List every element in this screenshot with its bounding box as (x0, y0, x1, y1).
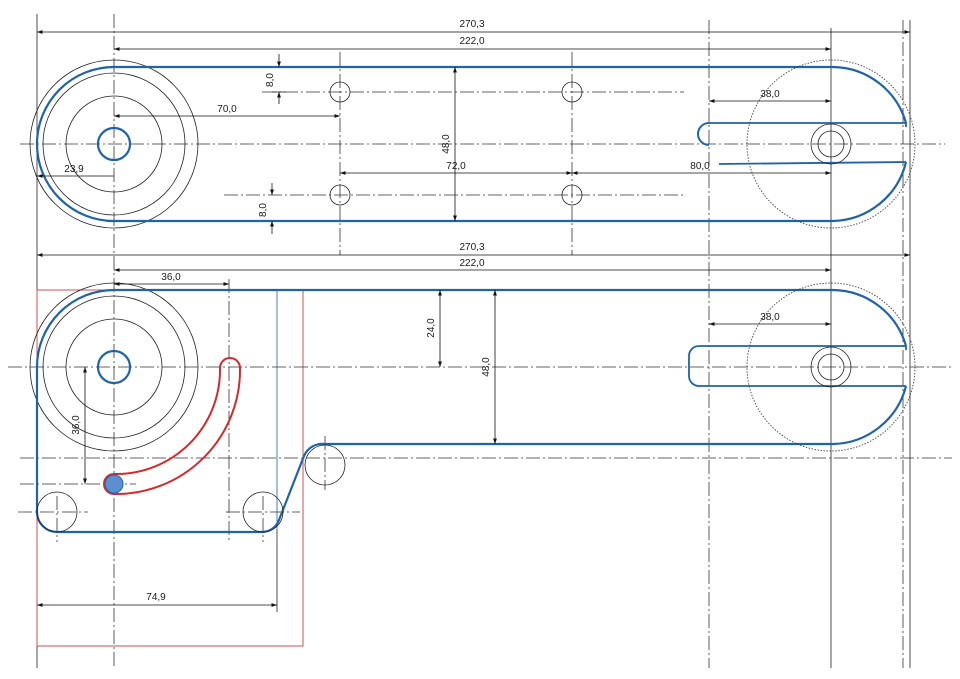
hub-bore-bottom (96, 349, 132, 385)
hub-outer-circle (29, 59, 199, 229)
dim-slot-offset-bottom: 38,0 (760, 312, 780, 323)
dim-hole-pos: 70,0 (217, 104, 237, 115)
frame-outer (36, 289, 304, 647)
pin (104, 474, 124, 494)
dim-centers-bottom: 222,0 (459, 258, 484, 269)
bottom-view: 270,3 222,0 36,0 24,0 48,0 38,0 36,0 74,… (8, 242, 952, 647)
top-view: 270,3 222,0 8,0 70,0 48,0 23,9 72,0 80,0… (20, 19, 945, 234)
dim-centers-top: 222,0 (459, 36, 484, 47)
link-outline-bottom (35, 288, 908, 534)
hole-step (304, 444, 346, 486)
dim-width-bottom: 48,0 (481, 357, 492, 377)
gear-outline-top (746, 59, 916, 229)
slot-top (697, 122, 906, 146)
hole-bottom-left (36, 491, 78, 533)
dim-base-length: 74,9 (146, 592, 166, 603)
dim-slot-length: 80,0 (690, 161, 710, 172)
curved-slot (103, 357, 242, 496)
hole-top-3 (329, 184, 351, 206)
hub-bore (96, 126, 132, 162)
dim-offset: 36,0 (161, 272, 181, 283)
dim-half-width: 24,0 (426, 318, 437, 338)
dim-overall-top: 270,3 (459, 19, 484, 30)
hole-top-4 (561, 184, 583, 206)
hole-bottom-right (242, 491, 284, 533)
dim-width-top: 48,0 (441, 134, 452, 154)
dim-arc-radius: 36,0 (71, 415, 82, 435)
dim-hole-spacing: 72,0 (446, 161, 466, 172)
link-outline-top (35, 65, 908, 223)
dim-slot-offset-top: 38,0 (760, 89, 780, 100)
dim-hole-offset-top: 8,0 (265, 73, 276, 87)
hole-top-2 (561, 81, 583, 103)
vertical-reference-lines (36, 14, 911, 668)
dim-overall-bottom: 270,3 (459, 242, 484, 253)
dim-hole-offset-bottom: 8,0 (258, 203, 269, 217)
dim-radius: 23,9 (64, 164, 84, 175)
hole-top-1 (329, 81, 351, 103)
